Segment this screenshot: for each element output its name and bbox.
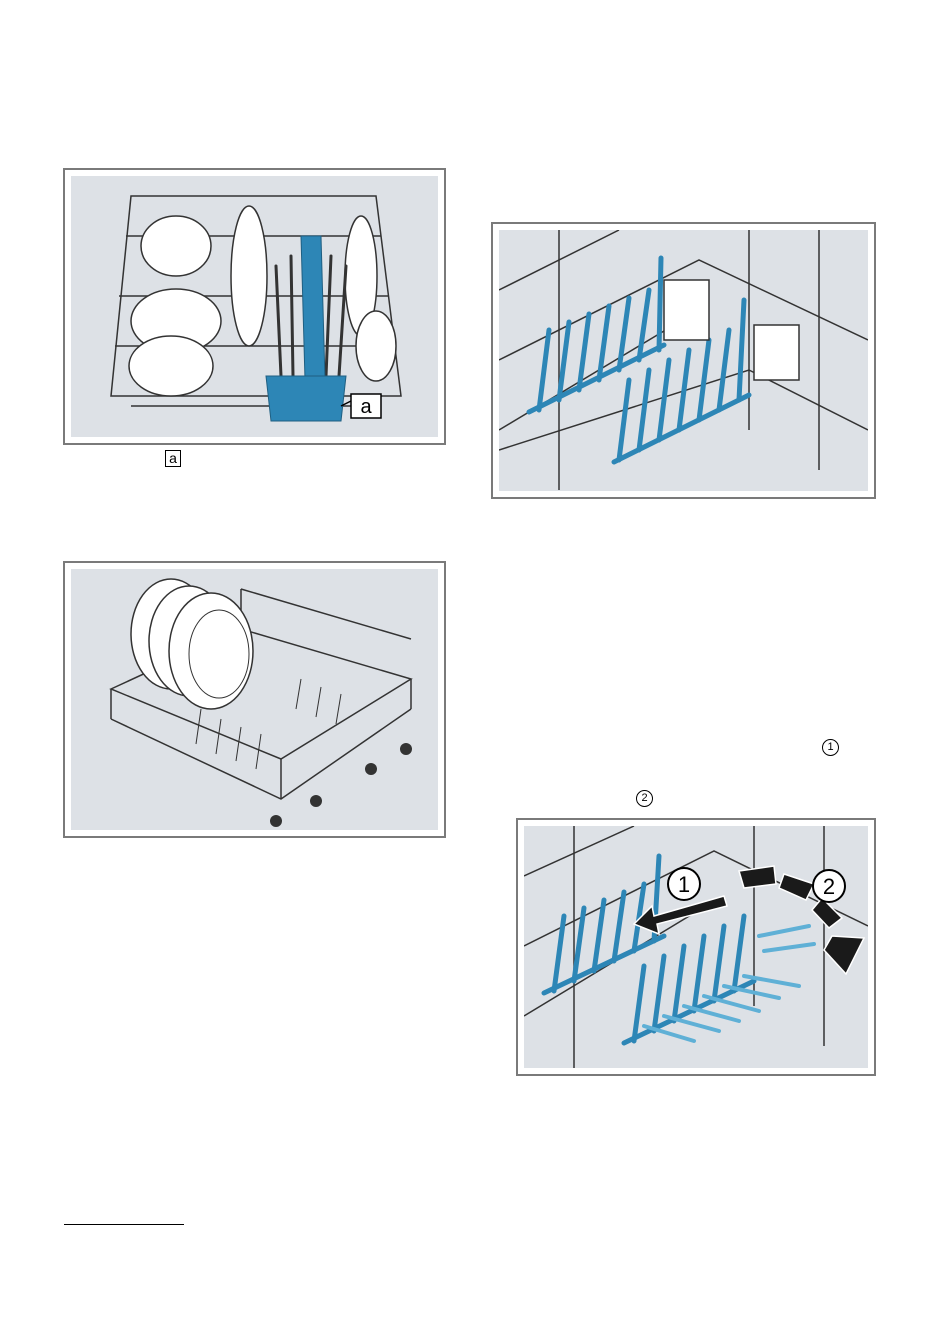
plate-rack-folding-illustration: 1 2: [524, 826, 868, 1068]
figure-panel: [499, 230, 868, 491]
callout-a-label: a: [360, 396, 372, 418]
lower-basket-illustration: [71, 569, 438, 830]
figure-panel: [71, 569, 438, 830]
figure-panel: a: [71, 176, 438, 437]
figure-upper-basket-cutlery: a: [63, 168, 446, 445]
arrow-2-label: 2: [823, 874, 835, 899]
figure-lower-basket-plates: [63, 561, 446, 838]
step-marker-2: 2: [636, 790, 653, 807]
footnote-rule: [64, 1224, 184, 1225]
caption-marker-a: a: [165, 450, 181, 467]
arrow-1-label: 1: [678, 872, 690, 897]
plate-rack-upright-illustration: [499, 230, 868, 491]
figure-plate-rack-upright: [491, 222, 876, 499]
figure-panel: 1 2: [524, 826, 868, 1068]
figure-plate-rack-folding: 1 2: [516, 818, 876, 1076]
upper-basket-illustration: a: [71, 176, 438, 437]
step-marker-1: 1: [822, 739, 839, 756]
